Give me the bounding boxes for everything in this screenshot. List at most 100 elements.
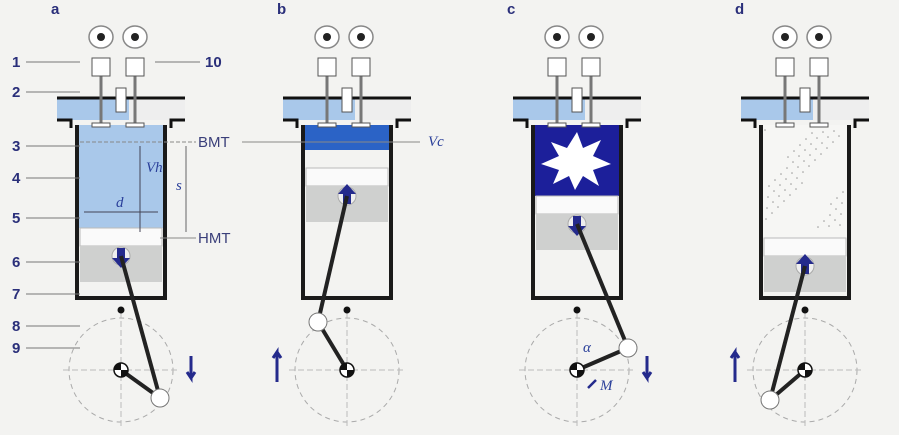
spark-plug [115, 87, 127, 113]
spark-plug [571, 87, 583, 113]
tdc-marker [343, 306, 351, 314]
crankshaft-hub-icon [114, 363, 128, 377]
exhaust-particle [803, 160, 805, 162]
piston-crown [763, 237, 847, 257]
exhaust-particle [777, 206, 779, 208]
connecting-rod [316, 195, 349, 323]
exhaust-particle [766, 207, 768, 209]
torque-symbol: M [599, 378, 614, 394]
arrow-up-icon [796, 254, 814, 274]
camshaft-hub [587, 33, 595, 41]
panel-label: a [51, 1, 60, 18]
exhaust-particle [804, 149, 806, 151]
exhaust-port [355, 98, 411, 120]
panel-d: d [729, 1, 869, 428]
valve-tappet [91, 57, 111, 77]
exhaust-particle [836, 197, 838, 199]
callout-8: 8 [12, 318, 20, 335]
exhaust-particle [808, 165, 810, 167]
exhaust-particle [827, 136, 829, 138]
callout-1: 1 [12, 54, 20, 71]
exhaust-particle [838, 135, 840, 137]
exhaust-particle [830, 203, 832, 205]
bmt-label: BMT [198, 134, 230, 151]
crank-pin [150, 388, 170, 408]
tdc-marker [117, 306, 125, 314]
exhaust-particle [809, 154, 811, 156]
exhaust-particle [773, 190, 775, 192]
valve-head [581, 122, 601, 128]
exhaust-particle [835, 208, 837, 210]
exhaust-particle [801, 182, 803, 184]
cylinder-wall [759, 125, 851, 300]
exhaust-particle [790, 183, 792, 185]
exhaust-particle [805, 138, 807, 140]
exhaust-particle [821, 142, 823, 144]
exhaust-particle [792, 161, 794, 163]
valve-head [809, 122, 829, 128]
connecting-rod [768, 265, 807, 401]
torque-arrow-icon [587, 379, 597, 389]
exhaust-particle [817, 226, 819, 228]
crankshaft-hub-icon [570, 363, 584, 377]
piston-crown [535, 195, 619, 215]
exhaust-port [585, 98, 641, 120]
exhaust-particle [826, 147, 828, 149]
chamber-gas [77, 125, 165, 228]
callout-10: 10 [205, 54, 222, 71]
cylinder-wall [301, 125, 393, 300]
valve-tappet [317, 57, 337, 77]
exhaust-particle [793, 150, 795, 152]
valve-tappet [775, 57, 795, 77]
connecting-rod [575, 223, 630, 349]
crank-pin [308, 312, 328, 332]
valve-tappet [547, 57, 567, 77]
exhaust-particle [779, 184, 781, 186]
exhaust-particle [787, 156, 789, 158]
valve-tappet [351, 57, 371, 77]
camshaft-hub [323, 33, 331, 41]
exhaust-particle [795, 188, 797, 190]
valve-head [547, 122, 567, 128]
crank-pin [618, 338, 638, 358]
callout-2: 2 [12, 84, 20, 101]
hmt-label: HMT [198, 230, 231, 247]
camshaft-hub [553, 33, 561, 41]
exhaust-particle [842, 191, 844, 193]
exhaust-particle [764, 129, 766, 131]
vc-symbol: Vc [428, 134, 444, 150]
camshaft-hub [781, 33, 789, 41]
exhaust-particle [774, 179, 776, 181]
chamber-gas [761, 125, 849, 238]
valve-tappet [809, 57, 829, 77]
rotation-arrow-up-icon [729, 347, 741, 382]
exhaust-particle [820, 153, 822, 155]
exhaust-particle [810, 143, 812, 145]
valve-tappet [125, 57, 145, 77]
valve-head [351, 122, 371, 128]
valve-head [125, 122, 145, 128]
camshaft-hub [357, 33, 365, 41]
camshaft-hub [815, 33, 823, 41]
vh-symbol: Vh [146, 160, 163, 176]
exhaust-particle [840, 213, 842, 215]
valve-head [775, 122, 795, 128]
exhaust-particle [765, 218, 767, 220]
exhaust-particle [814, 159, 816, 161]
panel-label: d [735, 1, 744, 18]
callout-5: 5 [12, 210, 20, 227]
exhaust-particle [797, 166, 799, 168]
exhaust-particle [828, 225, 830, 227]
exhaust-particle [784, 189, 786, 191]
combustion-flash [541, 132, 611, 190]
exhaust-particle [839, 224, 841, 226]
exhaust-particle [768, 185, 770, 187]
exhaust-particle [783, 200, 785, 202]
exhaust-particle [780, 173, 782, 175]
crankshaft-hub-icon [798, 363, 812, 377]
exhaust-particle [816, 137, 818, 139]
rotation-arrow-down-icon [641, 356, 653, 383]
exhaust-port [129, 98, 185, 120]
spark-plug [799, 87, 811, 113]
exhaust-particle [772, 201, 774, 203]
